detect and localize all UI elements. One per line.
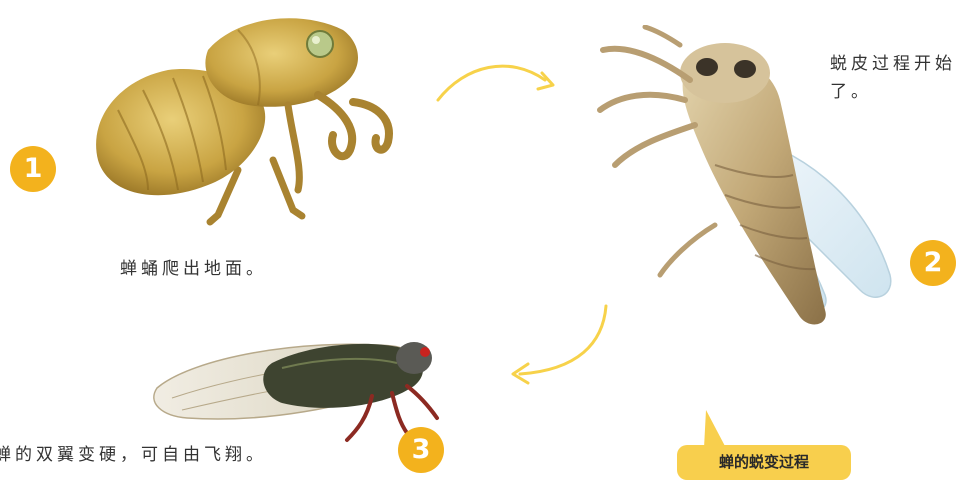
step-number-badge: 3 <box>398 427 444 473</box>
arrow-2-to-3 <box>498 298 618 388</box>
arrow-1-to-2 <box>430 45 580 115</box>
step-number-badge: 2 <box>910 240 956 286</box>
cicada-nymph-illustration <box>88 10 398 230</box>
process-title-tag: 蝉的蜕变过程 <box>677 445 851 480</box>
adult-cicada-illustration <box>152 318 452 448</box>
step-caption: 蝉的双翼变硬，可自由飞翔。 <box>0 441 267 469</box>
step-caption: 蝉蛹爬出地面。 <box>120 255 267 283</box>
tag-pointer <box>700 410 730 450</box>
step-caption: 蜕皮过程开始了。 <box>830 50 960 106</box>
step-number-badge: 1 <box>10 146 56 192</box>
